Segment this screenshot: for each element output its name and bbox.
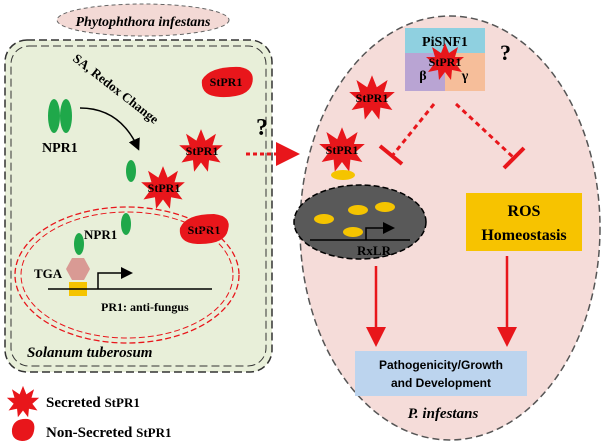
inhibition-bar-right (502, 146, 526, 170)
secreted-stpr1-plant-2: StPR1 (141, 166, 185, 209)
rxlr-label: RxLR (357, 243, 392, 258)
stpr1-label: StPR1 (326, 143, 359, 157)
pisnf1-label: PiSNF1 (422, 35, 468, 50)
stpr1-label: StPR1 (148, 181, 181, 195)
legend-nonsecreted-label: Non-Secreted StPR1 (46, 425, 172, 441)
inhibition-bar-left (378, 144, 404, 166)
legend-secreted-prefix: Secreted (46, 395, 104, 411)
ros-line2: Homeostasis (481, 227, 566, 244)
stpr1-label: StPR1 (356, 91, 389, 105)
inhibition-line-left (390, 103, 436, 157)
ros-homeostasis-box: ROS Homeostasis (466, 193, 582, 251)
npr1-top-label: NPR1 (42, 141, 78, 156)
solanum-label: Solanum tuberosum (27, 345, 152, 361)
gamma-label: γ (461, 69, 469, 84)
legend-nonsecreted-prefix: Non-Secreted (46, 425, 136, 441)
effector-blob (331, 170, 355, 180)
npr1-nucleus-shape (121, 213, 131, 235)
legend-nonsecreted-suffix: StPR1 (136, 425, 171, 440)
legend-secreted-suffix: StPR1 (104, 395, 139, 410)
ros-line1: ROS (508, 203, 541, 220)
stpr1-label: StPR1 (186, 144, 219, 158)
secreted-stpr1-pathogen-1: StPR1 (349, 75, 395, 120)
question-mark-1: ? (256, 115, 268, 141)
sa-redox-arrow (79, 107, 140, 151)
plant-nucleus (14, 206, 240, 344)
legend-secreted-label: Secreted StPR1 (46, 395, 140, 411)
npr1-dimer-shape (48, 99, 72, 133)
stpr1-label: StPR1 (210, 75, 243, 89)
legend-secreted-icon (6, 385, 40, 418)
tga-label: TGA (34, 266, 63, 281)
inhibition-line-right (454, 102, 516, 160)
pr1-antifungus-label: PR1: anti-fungus (101, 300, 189, 314)
phytophthora-title: Phytophthora infestans (76, 15, 212, 30)
pathogen-nucleus: RxLR (293, 184, 427, 260)
secreted-stpr1-pathogen-2: StPR1 (319, 127, 365, 172)
question-mark-2: ? (500, 40, 511, 65)
secreted-stpr1-plant-1: StPR1 (179, 129, 223, 172)
tga-shape (66, 258, 90, 280)
legend-nonsecreted-icon (11, 418, 35, 441)
stpr1-label: StPR1 (429, 55, 462, 69)
npr1-nucleus-label: NPR1 (84, 227, 117, 242)
nonsecreted-stpr1-1: StPR1 (201, 66, 253, 98)
phytophthora-title-badge: Phytophthora infestans (56, 3, 230, 37)
output-line2: and Development (391, 376, 491, 390)
secreted-stpr1-complex: StPR1 (426, 43, 464, 80)
p-infestans-label: P. infestans (408, 406, 479, 422)
npr1-monomer-shape (126, 160, 136, 182)
beta-label: β (419, 69, 426, 84)
transcription-arrow (97, 267, 133, 289)
output-line1: Pathogenicity/Growth (379, 358, 503, 372)
stpr1-label: StPR1 (188, 223, 221, 237)
nonsecreted-stpr1-2: StPR1 (179, 214, 229, 244)
legend: Secreted StPR1 Non-Secreted StPR1 (6, 385, 172, 441)
npr1-bound-shape (74, 233, 84, 255)
pathogenicity-output-box: Pathogenicity/Growth and Development (355, 351, 527, 396)
